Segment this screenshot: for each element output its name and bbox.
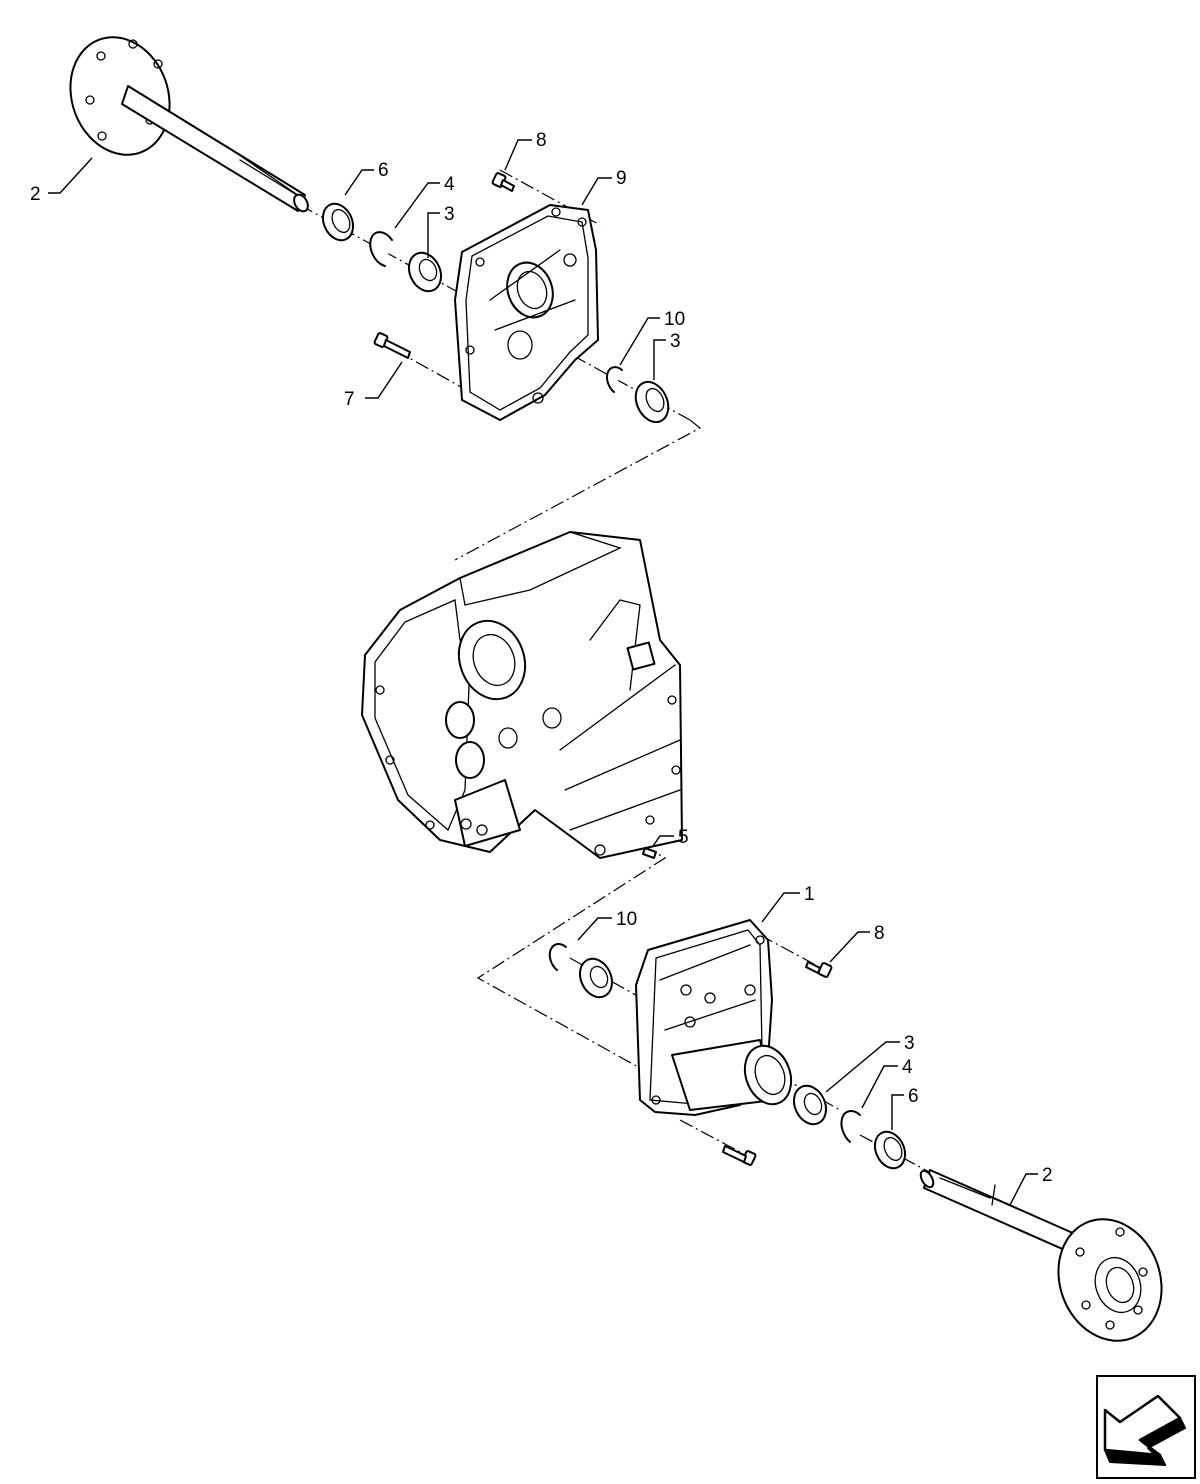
callout-8-top: 8 bbox=[536, 130, 547, 151]
seal-bottom bbox=[873, 1130, 907, 1170]
callout-4-top: 4 bbox=[444, 174, 455, 195]
snap-ring-mid bbox=[606, 366, 623, 393]
housing-cover-top bbox=[454, 204, 599, 421]
callout-7: 7 bbox=[344, 389, 355, 410]
direction-arrow-icon[interactable] bbox=[1096, 1375, 1196, 1479]
callout-3-bottom: 3 bbox=[904, 1033, 915, 1054]
bolt-bottom-right bbox=[805, 961, 833, 978]
callout-9: 9 bbox=[616, 168, 627, 189]
snap-ring-top bbox=[369, 231, 393, 267]
callout-labels: 2 6 4 3 8 9 10 3 7 5 1 10 8 3 4 6 2 bbox=[30, 130, 1053, 1186]
callout-10-top: 10 bbox=[664, 309, 685, 330]
callout-3-top: 3 bbox=[444, 204, 455, 225]
bearing-bottom-left bbox=[578, 957, 614, 999]
callout-10-bottom: 10 bbox=[616, 909, 637, 930]
housing-cover-bottom bbox=[635, 919, 793, 1116]
callout-5: 5 bbox=[678, 827, 689, 848]
callout-3-mid: 3 bbox=[670, 331, 681, 352]
callout-2-bottom: 2 bbox=[1042, 1165, 1053, 1186]
bolt-bottom-lower bbox=[722, 1145, 757, 1166]
callout-leaders bbox=[48, 139, 1038, 1206]
bearing-bottom bbox=[792, 1084, 828, 1126]
snap-ring-bottom bbox=[840, 1110, 861, 1143]
callout-6-top: 6 bbox=[378, 160, 389, 181]
callout-2-top: 2 bbox=[30, 184, 41, 205]
transmission-case bbox=[361, 531, 683, 859]
dowel-pin bbox=[642, 847, 657, 859]
callout-6-bottom: 6 bbox=[908, 1086, 919, 1107]
seal-top bbox=[321, 202, 355, 242]
callout-1: 1 bbox=[804, 884, 815, 905]
bolt-top bbox=[491, 172, 515, 192]
callout-8-bottom: 8 bbox=[874, 923, 885, 944]
axle-shaft-top bbox=[69, 36, 309, 213]
axle-shaft-bottom bbox=[919, 1169, 1163, 1342]
bolt-left bbox=[373, 332, 411, 359]
bearing-top bbox=[407, 251, 443, 293]
bearing-mid bbox=[634, 380, 670, 424]
callout-4-bottom: 4 bbox=[902, 1057, 913, 1078]
snap-ring-bottom-left bbox=[548, 943, 567, 971]
